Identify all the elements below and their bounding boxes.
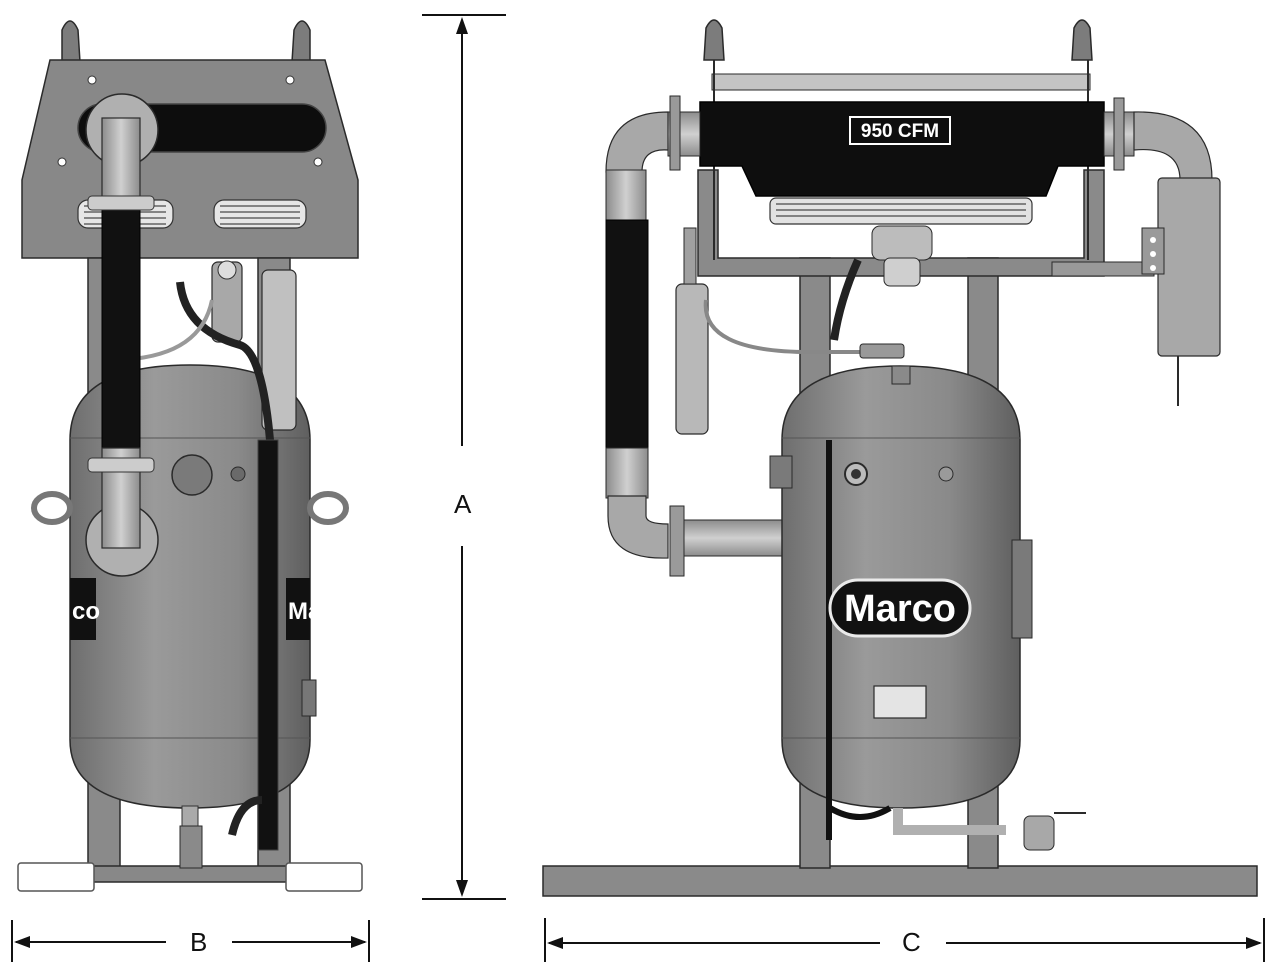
nameplate — [873, 685, 927, 719]
dimension-b — [11, 920, 370, 962]
side-hose — [605, 219, 649, 451]
side-skid-base — [542, 865, 1258, 897]
brand-logo-plate — [828, 578, 972, 638]
front-lifting-lug-right — [291, 20, 311, 63]
front-foot-right — [285, 862, 363, 892]
side-lifting-lug-left — [703, 19, 725, 61]
dimension-label-b: B — [184, 928, 214, 956]
side-separator-tank — [1157, 177, 1221, 357]
dimension-a — [422, 14, 506, 900]
svg-text:Ma: Ma — [288, 598, 322, 625]
dimension-c — [544, 918, 1265, 962]
capacity-label: 950 CFM — [861, 121, 939, 142]
front-view: co Ma — [17, 20, 363, 892]
svg-text:co: co — [72, 598, 100, 625]
side-lifting-lug-right — [1071, 19, 1093, 61]
front-logo-plate-right — [286, 578, 310, 640]
front-logo-plate-left — [70, 578, 96, 640]
dimension-label-c: C — [896, 928, 927, 956]
front-foot-left — [17, 862, 95, 892]
capacity-badge — [849, 116, 951, 145]
front-hose — [101, 207, 141, 449]
front-vent-right — [213, 199, 307, 229]
side-fan-grille — [769, 197, 1033, 225]
brand-logo-text: Marco — [844, 588, 956, 630]
front-cabinet — [21, 59, 359, 259]
side-view: 950 CFM — [542, 19, 1258, 897]
side-filter — [675, 283, 709, 435]
front-filter-2 — [261, 269, 297, 431]
front-lifting-lug-left — [61, 20, 81, 63]
dimension-label-a: A — [448, 490, 478, 518]
